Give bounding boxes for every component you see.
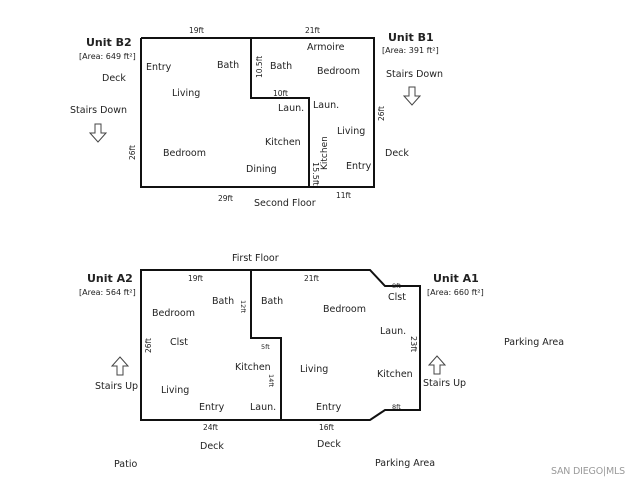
room-label: Bath <box>217 60 240 71</box>
first-floor-walls <box>140 269 421 421</box>
dimension-label: 26ft <box>377 106 386 121</box>
dimension-label: 19ft <box>188 274 203 283</box>
deck-label: Deck <box>200 441 224 452</box>
room-label: Bedroom <box>163 148 206 159</box>
unit-a2-area: [Area: 564 ft²] <box>79 288 136 297</box>
dimension-label: 29ft <box>218 194 233 203</box>
room-label: Entry <box>346 161 372 172</box>
parking-area-label: Parking Area <box>504 337 565 348</box>
dimension-label: 19ft <box>189 26 204 35</box>
room-label: Living <box>161 385 190 396</box>
stairs-down-arrow-left <box>88 123 108 143</box>
unit-b2-title: Unit B2 <box>86 36 132 49</box>
room-label: Entry <box>146 62 172 73</box>
a2-bath-wall <box>250 270 282 420</box>
room-label: Clst <box>170 337 188 348</box>
room-label: Bath <box>261 296 284 307</box>
dimension-label: 8ft <box>392 403 401 411</box>
dimension-label: 21ft <box>305 26 320 35</box>
b2-bath-wall <box>250 38 310 187</box>
unit-a1-outline <box>281 269 421 421</box>
stairs-down-label: Stairs Down <box>70 105 128 116</box>
unit-b1-title: Unit B1 <box>388 31 434 44</box>
stairs-down-label: Stairs Down <box>386 69 444 80</box>
room-label: Kitchen <box>320 136 330 170</box>
room-label: Living <box>337 126 366 137</box>
dimension-label: 10ft <box>273 89 288 98</box>
unit-b1-area: [Area: 391 ft²] <box>382 46 439 55</box>
stairs-up-arrow-right <box>427 355 447 375</box>
second-floor-arrows <box>88 86 422 143</box>
dimension-label: 14ft <box>267 374 275 387</box>
patio-label: Patio <box>114 459 138 470</box>
stairs-up-label: Stairs Up <box>95 381 139 392</box>
dimension-label: 10.5ft <box>255 55 264 78</box>
room-label: Laun. <box>313 100 340 111</box>
room-label: Kitchen <box>265 137 301 148</box>
room-label: Living <box>172 88 201 99</box>
second-floor-walls <box>140 37 375 188</box>
room-label: Entry <box>199 402 225 413</box>
dimension-label: 26ft <box>128 145 137 160</box>
room-label: Dining <box>246 164 277 175</box>
room-label: Living <box>300 364 329 375</box>
room-label: Bath <box>212 296 235 307</box>
unit-b2-area: [Area: 649 ft²] <box>79 52 136 61</box>
room-label: Entry <box>316 402 342 413</box>
dimension-label: 11ft <box>336 191 351 200</box>
unit-b-outline <box>140 37 375 188</box>
room-label: Bedroom <box>323 304 366 315</box>
dimension-label: 12ft <box>239 300 247 313</box>
room-label: Armoire <box>307 42 345 53</box>
room-label: Clst <box>388 292 406 303</box>
watermark: SAN DIEGO|MLS <box>551 466 625 477</box>
room-label: Kitchen <box>235 362 271 373</box>
stairs-down-arrow-right <box>402 86 422 106</box>
stairs-up-arrow-left <box>110 356 130 376</box>
dimension-label: 23ft <box>409 336 418 352</box>
dimension-label: 26ft <box>144 338 153 353</box>
room-label: Bedroom <box>152 308 195 319</box>
dimension-label: 5ft <box>261 343 270 351</box>
deck-label: Deck <box>102 73 126 84</box>
dimension-label: 24ft <box>203 423 218 432</box>
dimension-label: 8ft <box>392 282 401 290</box>
room-label: Bedroom <box>317 66 360 77</box>
unit-a1-area: [Area: 660 ft²] <box>427 288 484 297</box>
unit-a2-title: Unit A2 <box>87 272 133 285</box>
stairs-up-label: Stairs Up <box>423 378 467 389</box>
unit-a2-outline <box>140 269 281 421</box>
room-label: Laun. <box>278 103 305 114</box>
room-label: Laun. <box>250 402 277 413</box>
parking-area-label: Parking Area <box>375 458 436 469</box>
room-label: Bath <box>270 61 293 72</box>
first-floor-arrows <box>110 355 447 376</box>
first-floor-caption: First Floor <box>232 253 279 264</box>
second-floor-caption: Second Floor <box>254 198 316 209</box>
room-label: Laun. <box>380 326 407 337</box>
unit-a1-title: Unit A1 <box>433 272 479 285</box>
deck-label: Deck <box>317 439 341 450</box>
deck-label: Deck <box>385 148 409 159</box>
room-label: Kitchen <box>377 369 413 380</box>
dimension-label: 16ft <box>319 423 334 432</box>
dimension-label: 21ft <box>304 274 319 283</box>
